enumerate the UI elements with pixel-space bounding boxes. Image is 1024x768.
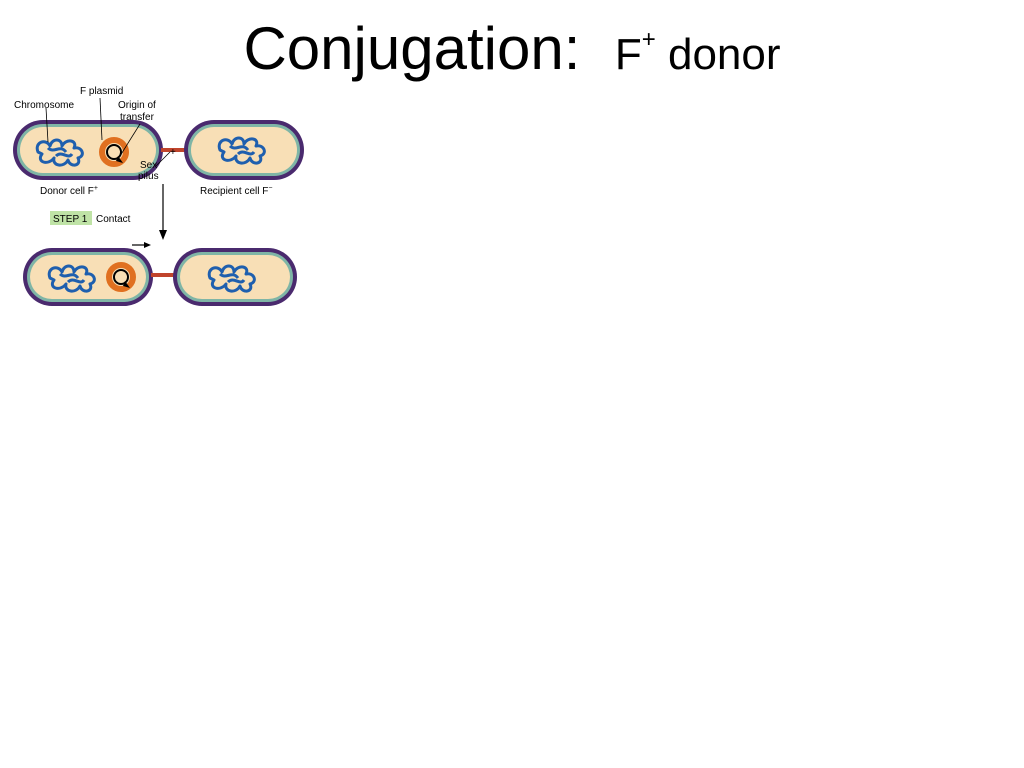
title-main: Conjugation: [243, 15, 581, 82]
donor-cell-label: Donor cell F+ [40, 185, 98, 197]
donor-cell-top [13, 120, 163, 180]
recipient-cell-bottom [173, 248, 297, 306]
recipient-cell-label-sup: − [268, 185, 272, 192]
sex-pilus-label-line2: pilus [138, 171, 159, 182]
down-arrow-icon [159, 184, 167, 240]
pointer-lines [45, 97, 171, 167]
donor-cell-label-sup: + [94, 185, 98, 192]
conjugation-diagram: F plasmid Chromosome Origin of transfer … [13, 86, 304, 306]
title-sub-prefix: F [614, 30, 642, 79]
origin-of-transfer-icon [123, 281, 130, 288]
title-subtitle: F+ donor [614, 26, 781, 79]
step-tag-background [50, 211, 92, 225]
donor-cell-label-text: Donor cell F [40, 186, 94, 197]
right-arrow-icon [132, 242, 151, 248]
mating-bridge [151, 273, 175, 277]
donor-cell-bottom [23, 248, 153, 306]
step-text-label: Contact [96, 214, 131, 225]
f-plasmid-label: F plasmid [80, 86, 123, 97]
plus-symbol: + [170, 147, 176, 158]
f-plasmid-icon [106, 262, 136, 292]
origin-label-line1: Origin of [118, 100, 156, 111]
title-sub-superscript: + [641, 26, 656, 54]
f-plasmid-icon [99, 137, 129, 167]
recipient-cell-label: Recipient cell F− [200, 185, 272, 197]
recipient-cell-label-text: Recipient cell F [200, 186, 268, 197]
slide-title: Conjugation: F+ donor [0, 14, 1024, 83]
recipient-cell-top [184, 120, 304, 180]
step-tag-label: STEP 1 [53, 214, 88, 225]
chromosome-label: Chromosome [14, 100, 74, 111]
sex-pilus-label-line1: Sex [140, 160, 157, 171]
sex-pilus [161, 148, 187, 152]
title-sub-suffix: donor [667, 30, 781, 79]
origin-label-line2: transfer [120, 112, 155, 123]
origin-of-transfer-icon [116, 156, 123, 163]
